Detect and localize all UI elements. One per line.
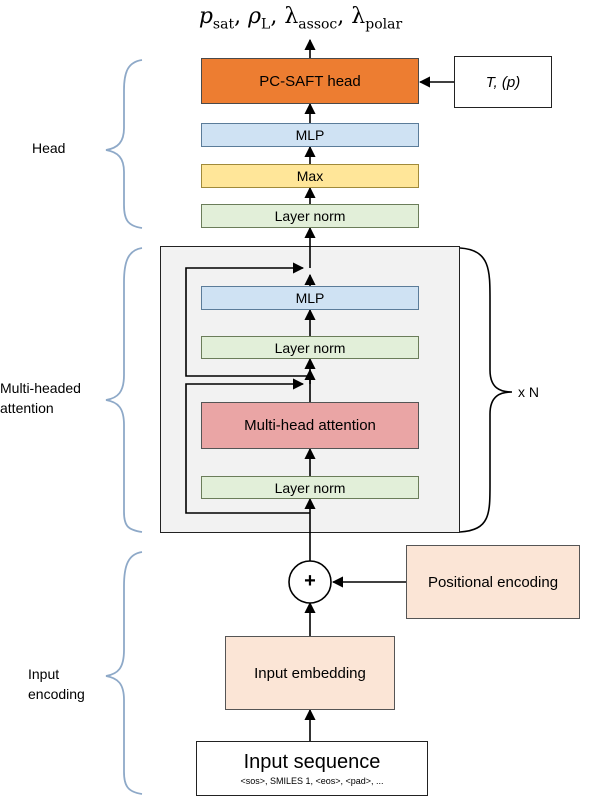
attention-brace <box>105 247 143 533</box>
input-sequence-title: Input sequence <box>243 750 381 773</box>
add-symbol: + <box>304 570 316 592</box>
encoding-label-line1: Input <box>28 666 60 682</box>
rho-symbol: ρ <box>248 4 262 29</box>
block-layer-norm-top-box: Layer norm <box>201 336 419 359</box>
attention-group-label: Multi-headed attention <box>0 378 81 418</box>
input-sequence-box: Input sequence <sos>, SMILES 1, <eos>, <… <box>196 741 428 796</box>
rho-subscript: L <box>261 16 271 33</box>
head-group-label: Head <box>32 140 66 156</box>
head-layer-norm-box: Layer norm <box>201 204 419 228</box>
input-embedding-box: Input embedding <box>225 636 395 710</box>
psat-symbol: p <box>198 4 213 29</box>
repeat-brace <box>459 247 513 533</box>
encoding-brace <box>105 551 143 795</box>
output-properties: psat, ρL, λassoc, λpolar <box>198 4 403 33</box>
input-sequence-tokens: <sos>, SMILES 1, <eos>, <pad>, ... <box>240 775 384 786</box>
head-mlp-box: MLP <box>201 123 419 147</box>
pcsaft-head-box: PC-SAFT head <box>201 58 419 104</box>
encoding-label-line2: encoding <box>28 686 85 702</box>
conditions-box: T, (p) <box>454 56 552 108</box>
add-node <box>288 560 332 604</box>
encoding-group-label: Input encoding <box>28 664 85 704</box>
attention-label-line2: attention <box>0 400 54 416</box>
lambda-polar-symbol: λ <box>351 4 366 29</box>
multi-head-attention-box: Multi-head attention <box>201 402 419 449</box>
block-layer-norm-bottom-box: Layer norm <box>201 476 419 499</box>
lambda-assoc-symbol: λ <box>284 4 299 29</box>
repeat-label: x N <box>518 384 539 400</box>
residual-connection-2 <box>185 262 310 377</box>
conditions-label: T, (p) <box>485 73 521 91</box>
lambda-assoc-subscript: assoc <box>298 16 338 33</box>
head-brace <box>105 59 143 229</box>
max-box: Max <box>201 164 419 188</box>
lambda-polar-subscript: polar <box>365 16 403 33</box>
psat-subscript: sat <box>212 16 235 33</box>
residual-connection-1 <box>185 378 310 514</box>
block-mlp-box: MLP <box>201 286 419 310</box>
attention-label-line1: Multi-headed <box>0 380 81 396</box>
positional-encoding-box: Positional encoding <box>406 545 580 619</box>
